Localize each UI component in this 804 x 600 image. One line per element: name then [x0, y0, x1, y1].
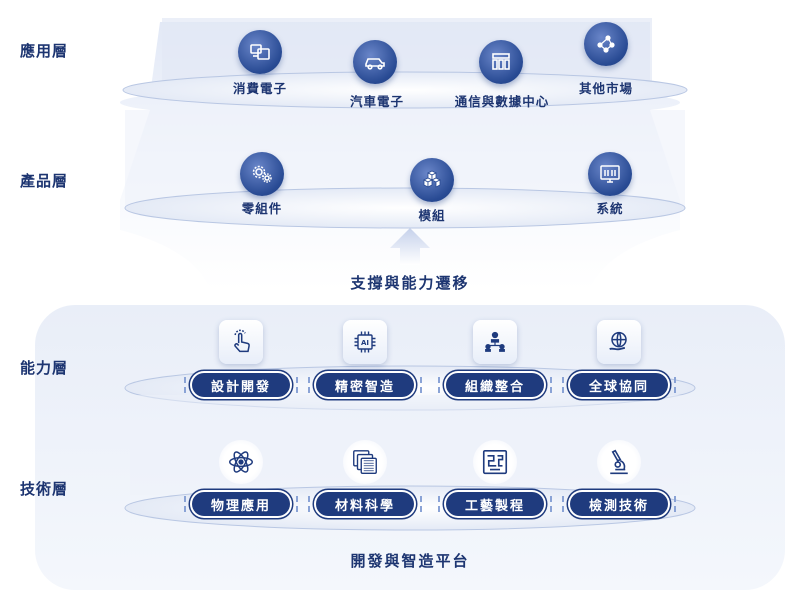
application-item-label: 通信與數據中心 [454, 94, 550, 109]
application-item-label: 消費電子 [232, 81, 288, 96]
server-icon [479, 40, 523, 84]
product-item-label: 系統 [596, 201, 624, 216]
globe-hand-icon [597, 320, 641, 364]
layer-label-capability: 能力層 [20, 359, 69, 377]
tech-physics-pill: 物理應用 [184, 492, 298, 516]
microscope-icon [597, 440, 641, 484]
gears-icon [240, 152, 284, 196]
capability-global-pill: 全球協同 [562, 373, 676, 397]
capability-integration-pill: 組織整合 [438, 373, 552, 397]
cubes-icon [410, 158, 454, 202]
layer-label-application: 應用層 [20, 42, 69, 60]
network-icon [584, 22, 628, 66]
capability-design-pill: 設計開發 [184, 373, 298, 397]
touch-icon [219, 320, 263, 364]
tech-process-pill: 工藝製程 [438, 492, 552, 516]
svg-text:AI: AI [361, 339, 369, 347]
tech-inspection-pill: 檢測技術 [562, 492, 676, 516]
tech-materials-pill: 材料科學 [308, 492, 422, 516]
capability-manufacture-pill: 精密智造 [308, 373, 422, 397]
transition-text: 支撐與能力遷移 [350, 274, 470, 292]
circuit-icon [473, 440, 517, 484]
ai-chip-icon: AI [343, 320, 387, 364]
car-icon [353, 40, 397, 84]
org-icon [473, 320, 517, 364]
platform-title: 開發與智造平台 [350, 552, 470, 570]
layers-icon [343, 440, 387, 484]
layer-label-product: 產品層 [20, 172, 69, 190]
application-item-label: 汽車電子 [349, 94, 405, 109]
monitor-icon [588, 152, 632, 196]
atom-icon [219, 440, 263, 484]
devices-icon [238, 30, 282, 74]
product-item-label: 零組件 [241, 201, 283, 216]
layer-label-technology: 技術層 [20, 480, 69, 498]
product-item-label: 模組 [418, 208, 446, 223]
application-item-label: 其他市場 [578, 81, 634, 96]
